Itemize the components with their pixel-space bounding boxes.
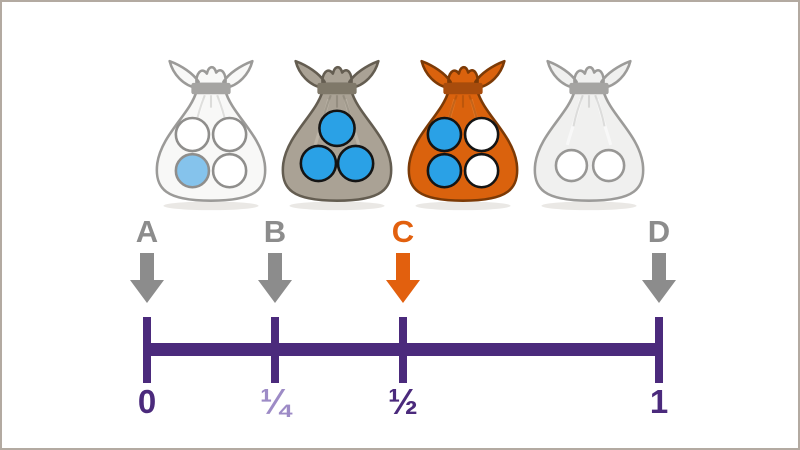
counter-white	[174, 116, 211, 153]
bag-shadow	[163, 201, 259, 211]
bag-shadow	[289, 201, 385, 211]
counter-lightblue	[174, 152, 211, 189]
counter-blue	[426, 152, 463, 189]
number-line-tick-quarter	[271, 317, 279, 383]
bag-shadow	[415, 201, 511, 211]
tick-label-1: 1	[649, 383, 669, 420]
bag-1	[155, 59, 267, 211]
number-line-tick-1	[655, 317, 663, 383]
tick-label-half: ½	[387, 381, 419, 422]
bag-tie-band	[317, 82, 357, 95]
counter-white	[211, 152, 248, 189]
bag-4	[533, 59, 645, 211]
counters	[554, 148, 626, 183]
bag-tie-band	[443, 82, 483, 95]
counter-blue	[336, 144, 375, 183]
counter-blue	[299, 144, 338, 183]
bag-folds	[572, 94, 606, 127]
down-arrow-icon	[130, 253, 164, 303]
tick-label-quarter: ¼	[259, 381, 291, 422]
counter-white	[463, 152, 500, 189]
marker-label-a: A	[135, 214, 159, 249]
bag-body	[546, 59, 632, 90]
bag-tie-band	[191, 82, 231, 95]
number-line-tick-half	[399, 317, 407, 383]
counter-blue	[426, 116, 463, 153]
counters	[426, 116, 500, 189]
down-arrow-icon	[642, 253, 676, 303]
down-arrow-icon	[258, 253, 292, 303]
counter-white	[463, 116, 500, 153]
number-line-tick-0	[143, 317, 151, 383]
bag-tie-band	[569, 82, 609, 95]
counters	[174, 116, 248, 189]
bag-highlight	[565, 99, 613, 146]
tick-label-0: 0	[137, 383, 157, 420]
bag-3	[407, 59, 519, 211]
counter-white	[554, 148, 589, 183]
counter-white	[591, 148, 626, 183]
bag-shadow	[541, 201, 637, 211]
bag-body	[168, 59, 254, 90]
counter-white	[211, 116, 248, 153]
bag-2	[281, 59, 393, 211]
marker-label-c: C	[391, 214, 415, 249]
bag-body	[294, 59, 380, 90]
marker-label-d: D	[647, 214, 671, 249]
down-arrow-icon	[386, 253, 420, 303]
bag-body	[420, 59, 506, 90]
counters	[299, 109, 375, 183]
counter-blue	[318, 109, 356, 148]
marker-label-b: B	[263, 214, 287, 249]
